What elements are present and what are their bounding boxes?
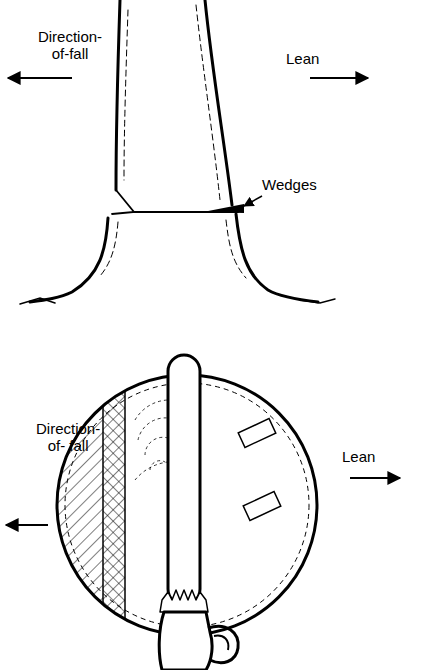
chainsaw — [159, 355, 238, 670]
direction-label: Direction- of- fall — [36, 420, 100, 455]
wedge-symbol — [238, 419, 276, 448]
direction-label: Direction- of-fall — [30, 28, 110, 63]
fall-arrow — [6, 524, 48, 526]
lean-label: Lean — [342, 448, 375, 465]
wedge-symbol — [203, 204, 244, 213]
leader-line — [244, 196, 262, 206]
lean-arrow — [350, 477, 400, 479]
lean-label: Lean — [286, 50, 319, 67]
wedge-symbol — [243, 492, 281, 521]
tree-trunk — [20, 0, 335, 304]
fall-arrow — [8, 77, 72, 79]
wedges-label: Wedges — [262, 176, 317, 193]
lean-arrow — [310, 77, 368, 79]
